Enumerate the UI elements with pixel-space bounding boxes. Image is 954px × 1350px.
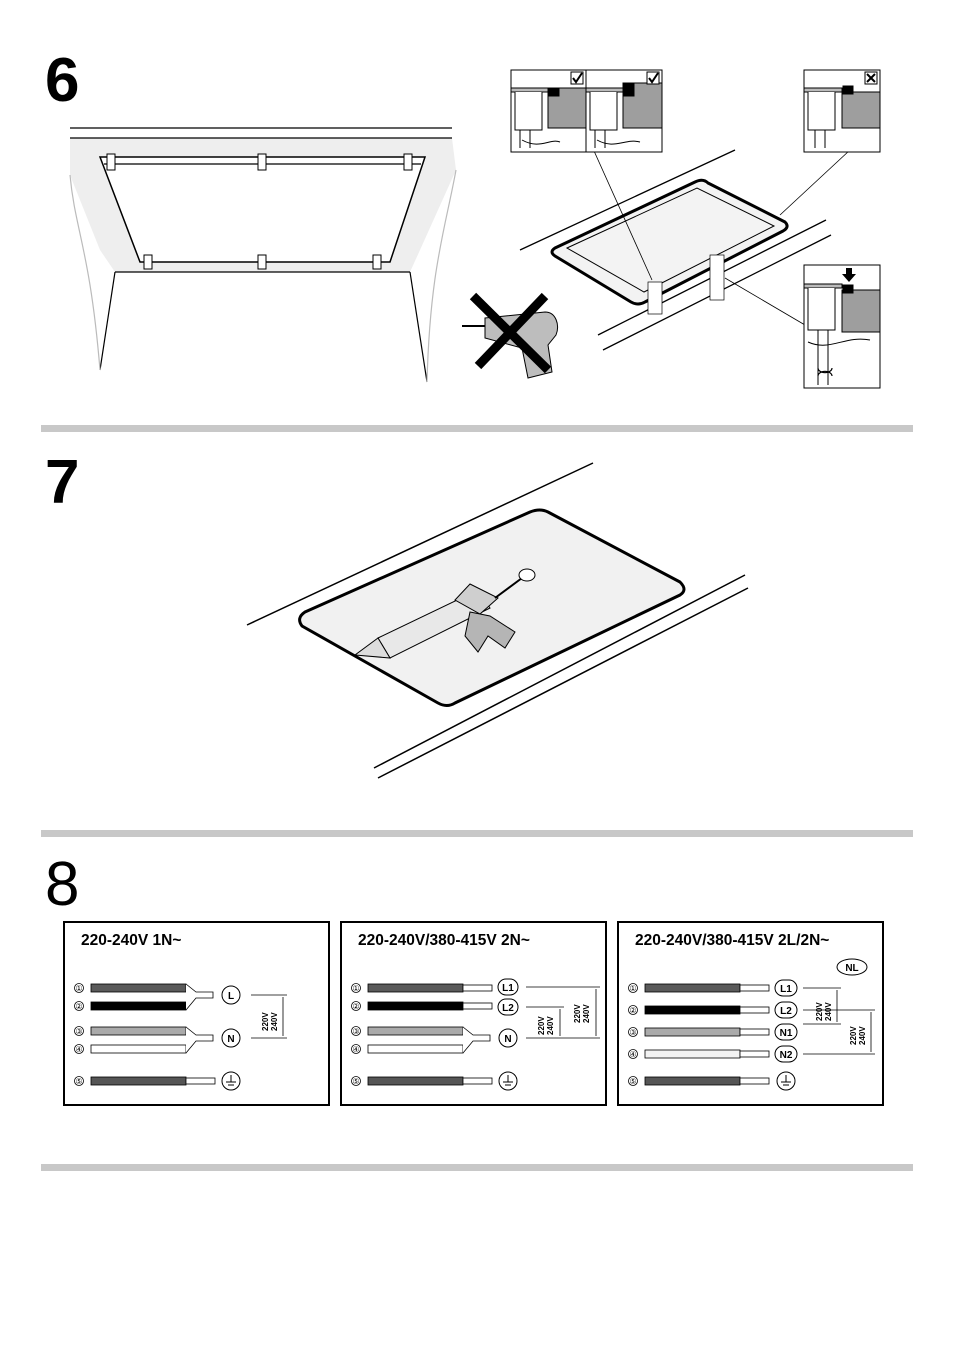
wiring-panel-2n: 220-240V/380-415V 2N~ ① ② ③ ④ ⑤ L1 L2 N xyxy=(340,921,607,1106)
sealant-gun-icon xyxy=(353,568,536,659)
wiring-diagram: ① ② ③ ④ ⑤ L N 220V 240V xyxy=(74,983,287,1091)
panel-title: 220-240V/380-415V 2N~ xyxy=(358,932,530,949)
wiring-diagram: ① ② ③ ④ ⑤ L1 L2 N xyxy=(351,978,600,1091)
ground-symbol-icon xyxy=(498,1071,518,1091)
terminal-label: N2 xyxy=(780,1050,793,1061)
check-box-icon xyxy=(646,71,660,85)
crossed-out-drill-icon xyxy=(462,292,559,379)
worktop-sealing-illustration xyxy=(246,462,749,779)
wire-number: ② xyxy=(75,1002,82,1011)
wire-number: ⑤ xyxy=(75,1077,82,1086)
panel-title: 220-240V/380-415V 2L/2N~ xyxy=(635,932,830,949)
step-number-7: 7 xyxy=(45,448,80,517)
step-number-6: 6 xyxy=(45,46,80,115)
svg-text:NL: NL xyxy=(845,963,858,974)
wire-bundle xyxy=(367,983,493,1086)
wire-number: ② xyxy=(352,1002,359,1011)
wire-number: ① xyxy=(629,984,636,993)
terminal-label: L xyxy=(228,991,234,1002)
voltage-label-line2: 240V xyxy=(824,1002,833,1021)
step-number-8: 8 xyxy=(45,850,80,919)
wire-number: ④ xyxy=(629,1050,636,1059)
down-arrow-icon xyxy=(842,268,856,282)
wire-bundle xyxy=(644,983,770,1086)
installation-illustration xyxy=(69,69,881,779)
wire-number: ① xyxy=(75,984,82,993)
country-badge: NL xyxy=(836,958,868,976)
voltage-bracket xyxy=(251,994,287,1039)
cabinet-underside-illustration xyxy=(69,127,457,383)
check-box-icon xyxy=(570,71,584,85)
terminal-label: L2 xyxy=(780,1006,792,1017)
wiring-diagram: NL ① ② ③ ④ ⑤ L1 L2 N1 N2 xyxy=(628,958,875,1091)
wire-number: ⑤ xyxy=(629,1077,636,1086)
terminal-label: L1 xyxy=(502,983,514,994)
wiring-panel-2l2n: 220-240V/380-415V 2L/2N~ NL ① ② ③ ④ ⑤ L1… xyxy=(617,921,884,1106)
section-divider xyxy=(41,830,913,837)
wire-number: ③ xyxy=(75,1027,82,1036)
rotate-arrows-icon xyxy=(817,367,833,377)
voltage-bracket xyxy=(803,987,875,1055)
voltage-label-line1: 220V xyxy=(573,1004,582,1023)
ground-symbol-icon xyxy=(221,1071,241,1091)
voltage-label-line1: 220V xyxy=(849,1026,858,1045)
voltage-label-line1: 220V xyxy=(815,1002,824,1021)
detail-tighten xyxy=(803,264,881,389)
voltage-label-line1: 220V xyxy=(261,1012,270,1031)
wire-number: ④ xyxy=(352,1045,359,1054)
wire-number: ① xyxy=(352,984,359,993)
wire-bundle xyxy=(90,983,216,1086)
terminal-label: L2 xyxy=(502,1003,514,1014)
terminal-label: L1 xyxy=(780,984,792,995)
detail-ok-2 xyxy=(585,69,663,153)
voltage-label-line2: 240V xyxy=(270,1012,279,1031)
wire-number: ③ xyxy=(352,1027,359,1036)
voltage-label-line2: 240V xyxy=(858,1026,867,1045)
wire-number: ④ xyxy=(75,1045,82,1054)
terminal-label: N xyxy=(227,1034,234,1045)
voltage-label-line2: 240V xyxy=(546,1016,555,1035)
wire-number: ⑤ xyxy=(352,1077,359,1086)
section-divider xyxy=(41,1164,913,1171)
voltage-bracket xyxy=(526,986,600,1039)
wiring-panel-1n: 220-240V 1N~ ① ② ③ ④ ⑤ L N xyxy=(63,921,330,1106)
wire-number: ② xyxy=(629,1006,636,1015)
cross-box-icon xyxy=(864,71,878,85)
terminal-label: N1 xyxy=(780,1028,793,1039)
terminal-label: N xyxy=(504,1034,511,1045)
wire-number: ③ xyxy=(629,1028,636,1037)
ground-symbol-icon xyxy=(776,1071,796,1091)
worktop-with-hob xyxy=(519,141,851,351)
mounting-clamp xyxy=(106,153,413,270)
voltage-label-line1: 220V xyxy=(537,1016,546,1035)
voltage-label-line2: 240V xyxy=(582,1004,591,1023)
panel-title: 220-240V 1N~ xyxy=(81,932,182,949)
section-divider xyxy=(41,425,913,432)
